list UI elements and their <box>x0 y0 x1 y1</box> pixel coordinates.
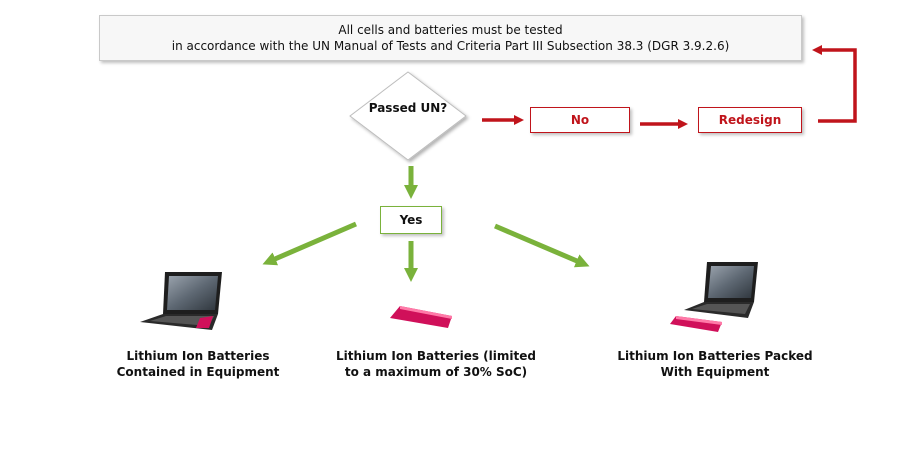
laptop-and-battery-icon <box>670 262 758 332</box>
testing-requirement-box: All cells and batteries must be tested i… <box>99 15 802 61</box>
caption-line: With Equipment <box>660 365 770 379</box>
caption-line: Lithium Ion Batteries <box>126 349 270 363</box>
no-box: No <box>530 107 630 133</box>
laptop-with-battery-icon <box>140 272 222 330</box>
battery-pack-icon <box>390 306 452 328</box>
caption-line: to a maximum of 30% SoC) <box>344 365 528 379</box>
decision-label: Passed UN? <box>368 101 448 115</box>
redesign-box: Redesign <box>698 107 802 133</box>
arrow-loop-back <box>812 45 857 123</box>
caption-line: Lithium Ion Batteries Packed <box>617 349 813 363</box>
caption-contained-in-equipment: Lithium Ion Batteries Contained in Equip… <box>98 348 298 380</box>
decision-diamond <box>349 71 467 161</box>
caption-line: Lithium Ion Batteries (limited <box>336 349 536 363</box>
requirement-line-2: in accordance with the UN Manual of Test… <box>171 39 730 53</box>
caption-packed-with-equipment: Lithium Ion Batteries Packed With Equipm… <box>610 348 820 380</box>
caption-line: Contained in Equipment <box>116 365 280 379</box>
arrow-to-contained <box>262 221 357 266</box>
yes-box: Yes <box>380 206 442 234</box>
arrow-to-packed <box>494 223 590 268</box>
caption-limited-soc: Lithium Ion Batteries (limited to a maxi… <box>326 348 546 380</box>
requirement-line-1: All cells and batteries must be tested <box>338 23 563 37</box>
